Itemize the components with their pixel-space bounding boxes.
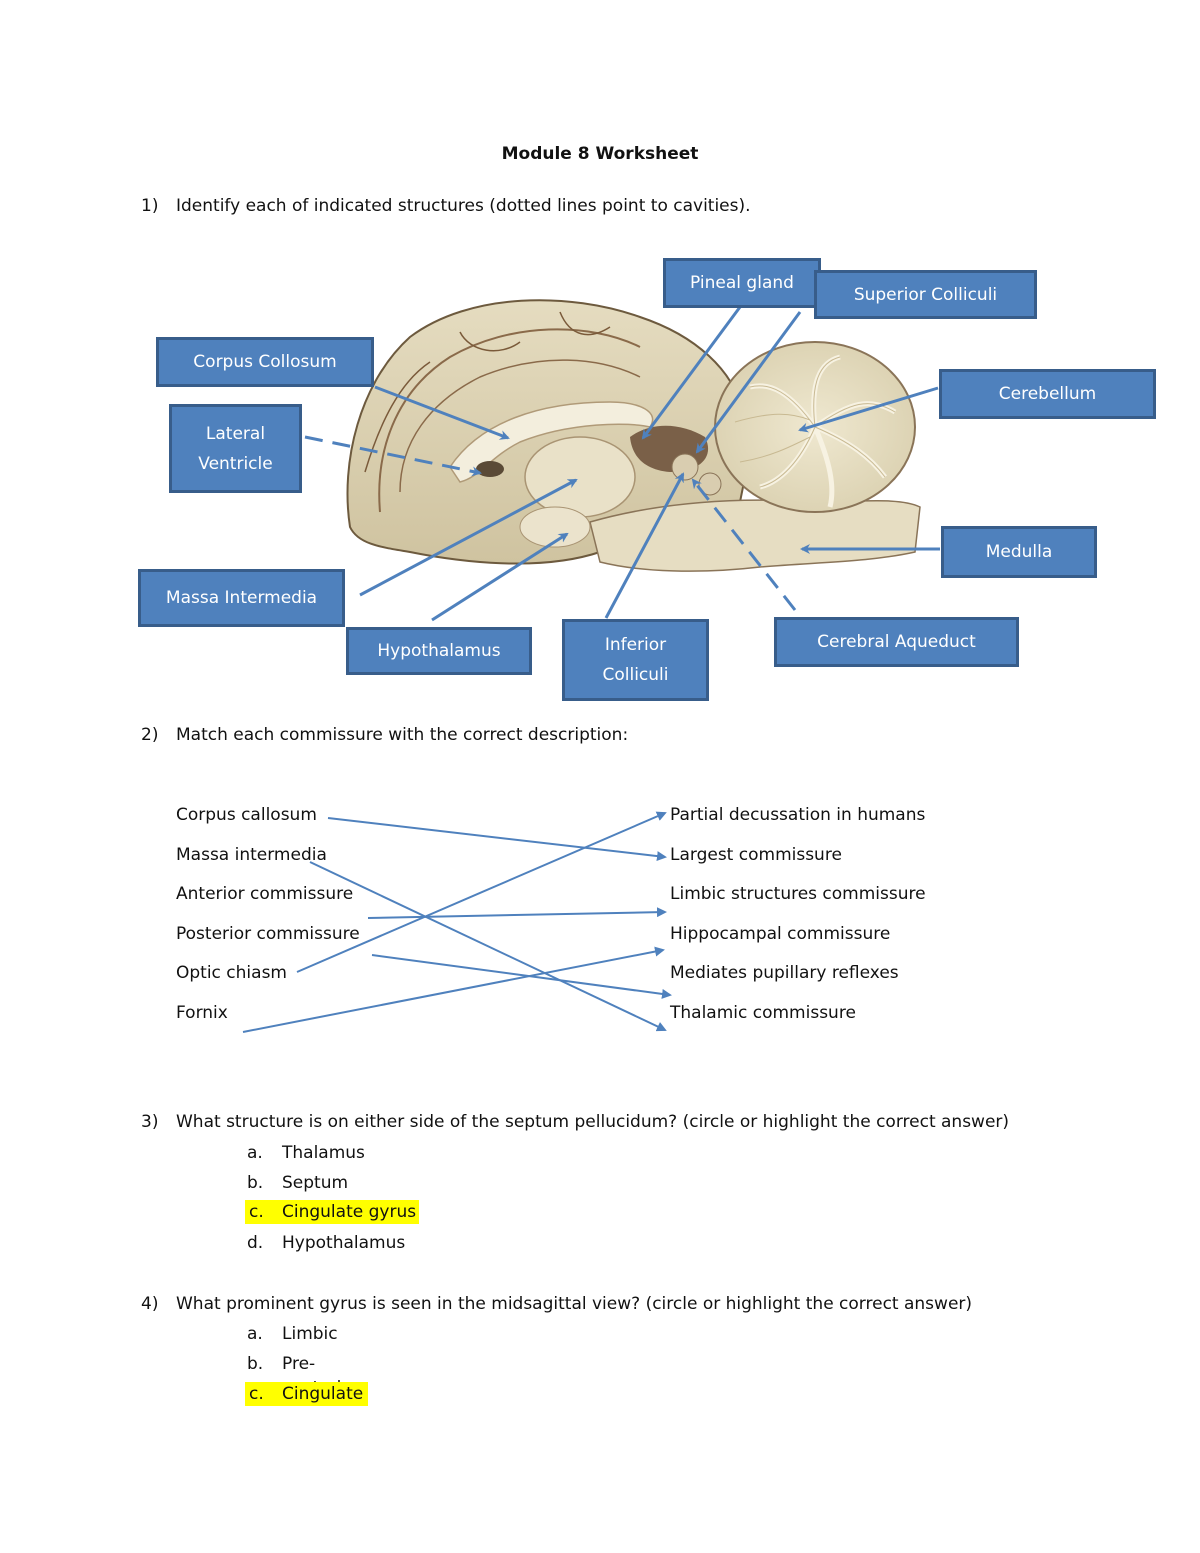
arrow-lateral-ventricle xyxy=(304,435,482,477)
label-pineal-gland-text: Pineal gland xyxy=(690,273,794,293)
option-letter: b. xyxy=(247,1354,264,1374)
arrow-massa-intermedia xyxy=(359,478,578,597)
match-arrow-anterior-commissure xyxy=(367,907,667,919)
q4-option-c-highlighted[interactable]: c. Cingulate xyxy=(245,1382,368,1406)
match-left-item: Anterior commissure xyxy=(176,884,354,904)
option-text: Thalamus xyxy=(282,1143,365,1163)
match-left-item: Massa intermedia xyxy=(176,845,327,865)
label-cerebellum: Cerebellum xyxy=(939,369,1156,419)
option-text: Limbic xyxy=(282,1324,338,1344)
match-right-item: Largest commissure xyxy=(670,845,842,865)
label-hypothalamus: Hypothalamus xyxy=(346,627,532,675)
q4-text: What prominent gyrus is seen in the mids… xyxy=(176,1294,973,1314)
match-right-item: Hippocampal commissure xyxy=(670,924,891,944)
q2-text: Match each commissure with the correct d… xyxy=(176,725,629,745)
arrow-superior-colliculi xyxy=(695,311,802,454)
match-right-item: Mediates pupillary reflexes xyxy=(670,963,899,983)
arrow-cerebral-aqueduct xyxy=(691,478,797,611)
match-right-item: Thalamic commissure xyxy=(670,1003,856,1023)
option-text: Septum xyxy=(282,1173,349,1193)
option-letter: a. xyxy=(247,1324,263,1344)
q2-number: 2) xyxy=(141,725,159,745)
q3-option-c-highlighted[interactable]: c. Cingulate gyrus xyxy=(245,1200,419,1224)
option-text: Cingulate gyrus xyxy=(282,1202,417,1222)
q1-text: Identify each of indicated structures (d… xyxy=(176,196,751,216)
label-cerebellum-text: Cerebellum xyxy=(998,384,1097,404)
match-arrow-fornix xyxy=(242,946,665,1033)
label-medulla: Medulla xyxy=(941,526,1097,578)
q4-number: 4) xyxy=(141,1294,159,1314)
label-medulla-text: Medulla xyxy=(985,542,1053,562)
option-letter: c. xyxy=(249,1202,264,1222)
arrow-hypothalamus xyxy=(431,532,569,622)
label-corpus-collosum-text: Corpus Collosum xyxy=(193,352,337,372)
q3-option-b[interactable]: b. Septum xyxy=(247,1171,348,1195)
match-arrow-posterior-commissure xyxy=(371,954,672,999)
match-right-item: Partial decussation in humans xyxy=(670,805,926,825)
option-letter: a. xyxy=(247,1143,263,1163)
label-superior-colliculi: Superior Colliculi xyxy=(814,270,1037,319)
option-text: Hypothalamus xyxy=(282,1233,406,1253)
label-inferior-colliculi: Inferior Colliculi xyxy=(562,619,709,701)
option-letter: c. xyxy=(249,1384,264,1404)
q3-option-d[interactable]: d. Hypothalamus xyxy=(247,1231,405,1255)
match-arrow-massa-intermedia xyxy=(309,861,667,1032)
option-letter: b. xyxy=(247,1173,264,1193)
q3-option-a[interactable]: a. Thalamus xyxy=(247,1141,365,1165)
match-arrow-corpus-callosum xyxy=(327,817,667,862)
label-superior-colliculi-text: Superior Colliculi xyxy=(853,284,998,305)
q4-option-a[interactable]: a. Limbic xyxy=(247,1322,338,1346)
label-cerebral-aqueduct-text: Cerebral Aqueduct xyxy=(817,632,976,652)
match-arrow-optic-chiasm xyxy=(296,811,667,973)
label-inferior-colliculi-line1: Inferior xyxy=(604,635,667,655)
match-left-item: Optic chiasm xyxy=(176,963,287,983)
match-left-item: Posterior commissure xyxy=(176,924,360,944)
match-left-item: Corpus callosum xyxy=(176,805,317,825)
arrow-corpus-collosum xyxy=(374,385,510,440)
label-corpus-collosum: Corpus Collosum xyxy=(156,337,374,387)
label-pineal-gland: Pineal gland xyxy=(663,258,821,308)
label-hypothalamus-text: Hypothalamus xyxy=(377,641,501,661)
q3-number: 3) xyxy=(141,1112,159,1132)
option-letter: d. xyxy=(247,1233,264,1253)
option-text: Cingulate xyxy=(282,1384,364,1404)
q1-number: 1) xyxy=(141,196,159,216)
q3-text: What structure is on either side of the … xyxy=(176,1112,1010,1132)
q4-option-b[interactable]: b. Pre-central xyxy=(247,1352,341,1398)
label-lateral-ventricle-line1: Lateral xyxy=(205,423,266,444)
label-massa-intermedia: Massa Intermedia xyxy=(138,569,345,627)
match-left-item: Fornix xyxy=(176,1003,228,1023)
brain-midsagittal-image xyxy=(346,299,921,572)
label-cerebral-aqueduct: Cerebral Aqueduct xyxy=(774,617,1019,667)
label-inferior-colliculi-line2: Colliculi xyxy=(602,665,669,685)
arrow-pineal-gland xyxy=(641,306,742,440)
label-lateral-ventricle-line2: Ventricle xyxy=(198,453,273,474)
label-massa-intermedia-text: Massa Intermedia xyxy=(165,588,318,608)
page-title: Module 8 Worksheet xyxy=(501,144,699,164)
arrow-inferior-colliculi xyxy=(604,472,685,619)
match-right-item: Limbic structures commissure xyxy=(670,884,926,904)
label-lateral-ventricle: Lateral Ventricle xyxy=(169,404,302,493)
arrow-cerebellum xyxy=(798,386,939,433)
